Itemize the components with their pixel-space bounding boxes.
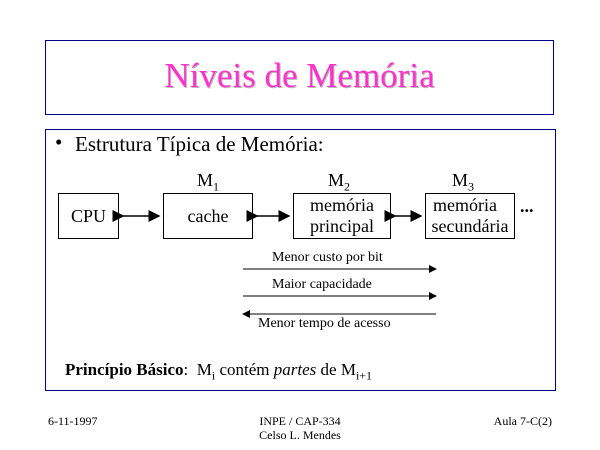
main-memory-label-line1: memória: [310, 195, 374, 215]
footer-lecture: Aula 7-C(2): [493, 414, 552, 428]
level-m2-label: M2: [328, 170, 351, 194]
title-frame: [45, 40, 554, 115]
level-m1-label: M1: [197, 170, 220, 194]
level-m3-label: M3: [452, 170, 475, 194]
capacity-label: Maior capacidade: [272, 277, 372, 292]
cpu-box: [58, 193, 119, 239]
bullet-icon: •: [55, 130, 63, 154]
secondary-memory-label-line1: memória: [433, 195, 497, 215]
cpu-label: CPU: [70, 206, 106, 226]
footer-author: Celso L. Mendes: [259, 428, 341, 442]
footer-course: INPE / CAP-334: [259, 414, 341, 428]
principle-statement: Princípio Básico: Mi contém partes de Mi…: [65, 360, 373, 383]
secondary-memory-box: [425, 193, 515, 239]
access-time-label: Menor tempo de acesso: [258, 316, 391, 331]
principle-parts: partes: [273, 360, 317, 379]
cost-label: Menor custo por bit: [272, 250, 383, 265]
ellipsis: ...: [520, 196, 534, 216]
cache-label: cache: [187, 206, 229, 226]
secondary-memory-label-line2: secundária: [431, 216, 509, 236]
main-memory-label-line2: principal: [310, 216, 374, 236]
slide-title: Níveis de Memória: [164, 56, 435, 95]
footer-date: 6-11-1997: [48, 414, 98, 428]
content-frame: [45, 129, 556, 391]
bullet-text: Estrutura Típica de Memória:: [75, 132, 324, 156]
principle-label: Princípio Básico: [65, 360, 184, 379]
